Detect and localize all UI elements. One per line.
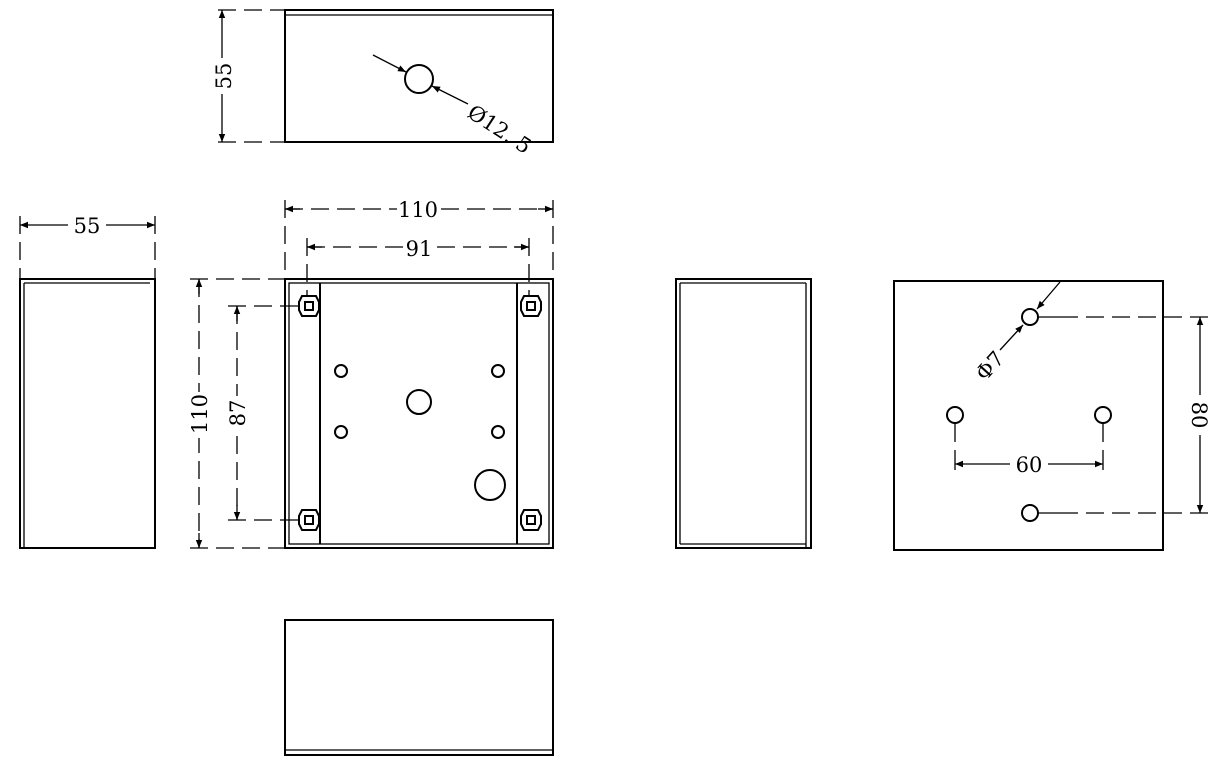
front-view: 110 91 110 87 bbox=[188, 198, 554, 549]
back-view: Φ7 60 80 bbox=[893, 280, 1211, 551]
vertical-spacing-dim: 80 bbox=[1187, 402, 1211, 429]
mounting-hole bbox=[1021, 504, 1039, 522]
cable-hole bbox=[404, 64, 434, 94]
front-width-dim: 110 bbox=[398, 198, 438, 222]
mounting-hole bbox=[946, 406, 964, 424]
mounting-hole bbox=[1094, 406, 1112, 424]
hole-diameter-dim: Ø12. 5 bbox=[463, 100, 535, 159]
front-height-dim: 110 bbox=[188, 394, 212, 434]
top-view: 55 Ø12. 5 bbox=[212, 9, 554, 159]
mounting-hole bbox=[1021, 308, 1039, 326]
left-depth-dim: 55 bbox=[74, 214, 101, 238]
back-hole-diameter-dim: Φ7 bbox=[971, 347, 1009, 386]
screw-icon bbox=[520, 295, 542, 317]
top-height-dim: 55 bbox=[212, 63, 236, 90]
right-side-view bbox=[675, 278, 812, 549]
horizontal-spacing-dim: 60 bbox=[1016, 453, 1043, 477]
top-view-outline bbox=[284, 9, 554, 143]
vertical-spacing-dim: 87 bbox=[226, 400, 250, 427]
bottom-view bbox=[284, 619, 554, 756]
screw-icon bbox=[298, 509, 320, 531]
screw-icon bbox=[520, 509, 542, 531]
screw-icon bbox=[298, 295, 320, 317]
hole-spacing-dim: 91 bbox=[406, 237, 433, 261]
left-side-view: 55 bbox=[19, 214, 156, 549]
